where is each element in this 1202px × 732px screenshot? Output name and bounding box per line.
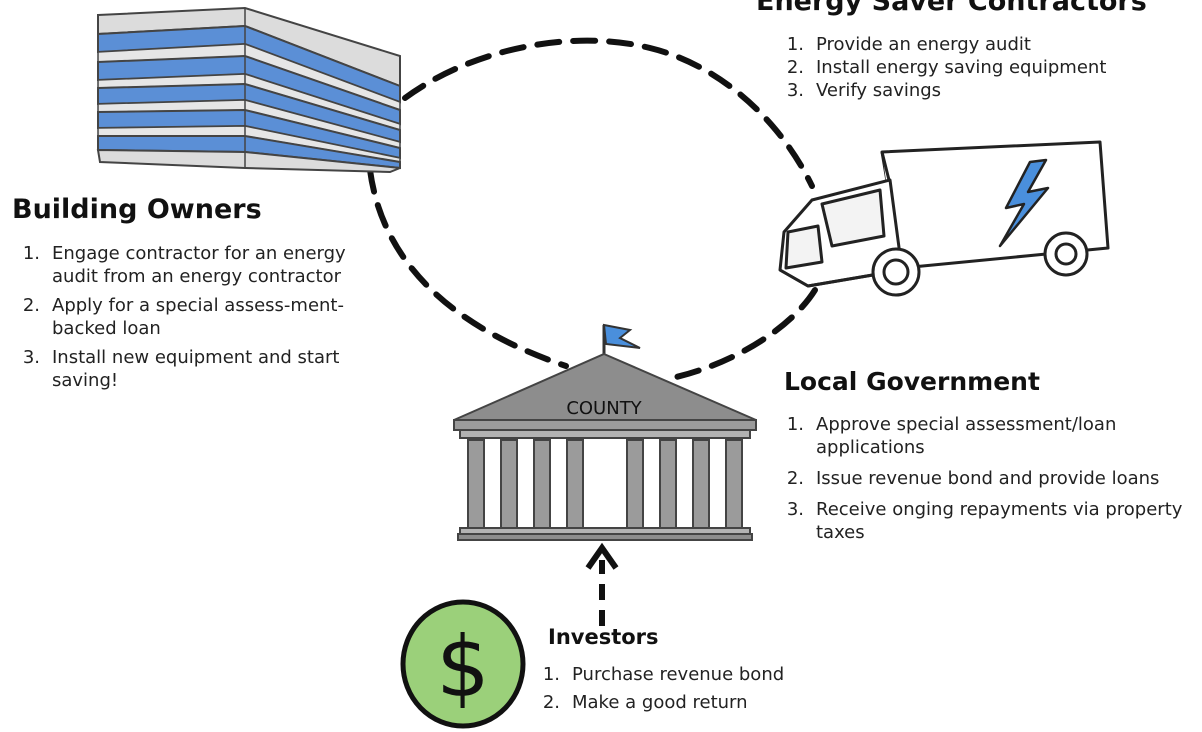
lightning-bolt-icon <box>998 158 1050 248</box>
county-courthouse-icon: COUNTY <box>453 323 757 541</box>
building-owners-steps: 1. Engage contractor for an energy audit … <box>6 242 386 398</box>
loop-arc-left <box>367 167 569 369</box>
dollar-coin-icon: $ <box>400 599 526 729</box>
step-text: Make a good return <box>572 692 748 713</box>
delivery-truck-icon <box>778 140 1110 297</box>
list-item: 1. Purchase revenue bond <box>526 663 886 686</box>
step-number: 1. <box>786 34 804 55</box>
list-item: 3. Install new equipment and start saving… <box>6 346 386 392</box>
loop-arc-right <box>669 287 818 381</box>
step-text: Receive onging repayments via property t… <box>816 499 1183 543</box>
step-number: 1. <box>786 414 804 435</box>
energy-saver-contractors-title: Energy Saver Contractors <box>756 0 1147 17</box>
loop-arc-top <box>402 37 815 189</box>
step-number: 3. <box>786 499 804 520</box>
step-text: Install energy saving equipment <box>816 57 1107 78</box>
building-owners-title: Building Owners <box>12 194 262 225</box>
step-text: Engage contractor for an energy audit fr… <box>52 243 346 287</box>
list-item: 2. Make a good return <box>526 691 886 714</box>
list-item: 3. Receive onging repayments via property… <box>770 498 1202 544</box>
step-number: 1. <box>22 243 40 264</box>
list-item: 1. Provide an energy audit <box>770 33 1202 56</box>
step-text: Purchase revenue bond <box>572 664 785 685</box>
step-number: 3. <box>786 80 804 101</box>
step-number: 2. <box>786 57 804 78</box>
step-text: Install new equipment and start saving! <box>52 347 340 391</box>
step-text: Provide an energy audit <box>816 34 1031 55</box>
investors-title: Investors <box>548 625 659 649</box>
step-number: 2. <box>22 295 40 316</box>
local-government-title: Local Government <box>784 367 1040 396</box>
step-number: 3. <box>22 347 40 368</box>
list-item: 2. Apply for a special assess-ment-backed… <box>6 294 386 340</box>
list-item: 1. Engage contractor for an energy audit … <box>6 242 386 288</box>
list-item: 2. Install energy saving equipment <box>770 56 1202 79</box>
list-item: 3. Verify savings <box>770 79 1202 102</box>
step-number: 1. <box>542 664 560 685</box>
list-item: 2. Issue revenue bond and provide loans <box>770 467 1202 490</box>
county-label: COUNTY <box>566 398 642 419</box>
energy-saver-contractors-steps: 1. Provide an energy audit 2. Install ener… <box>770 33 1202 102</box>
local-government-steps: 1. Approve special assessment/loan applic… <box>770 413 1202 552</box>
step-text: Apply for a special assess-ment-backed l… <box>52 295 344 339</box>
step-text: Approve special assessment/loan applicat… <box>816 414 1117 458</box>
dollar-symbol: $ <box>436 618 489 716</box>
step-number: 2. <box>786 468 804 489</box>
office-building-icon <box>96 6 401 174</box>
list-item: 1. Approve special assessment/loan applic… <box>770 413 1202 459</box>
dashed-arrow-up-icon <box>585 542 619 626</box>
step-text: Verify savings <box>816 80 942 101</box>
investors-steps: 1. Purchase revenue bond 2. Make a good re… <box>526 663 886 719</box>
step-text: Issue revenue bond and provide loans <box>816 468 1160 489</box>
flag-icon <box>602 323 641 349</box>
step-number: 2. <box>542 692 560 713</box>
